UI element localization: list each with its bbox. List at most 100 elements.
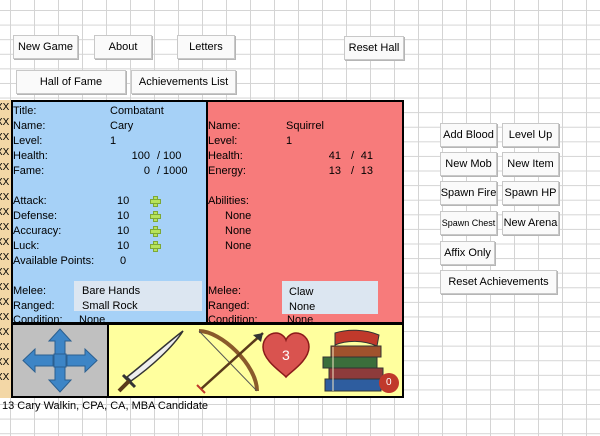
player-ranged-label: Ranged:	[13, 300, 55, 312]
mob-name-label: Name:	[208, 120, 241, 132]
player-melee: Bare Hands	[82, 285, 141, 297]
reset-hall-button[interactable]: Reset Hall	[344, 36, 404, 60]
filler-cell: XX	[0, 282, 10, 293]
player-fame-max: 1000	[163, 165, 188, 177]
player-health-max: 100	[163, 150, 182, 162]
mob-energy-separator: /	[351, 165, 355, 177]
filler-cell: XX	[0, 207, 10, 218]
filler-cell: XX	[0, 372, 10, 383]
player-melee-label: Melee:	[13, 285, 47, 297]
player-title-label: Title:	[13, 105, 37, 117]
spawn-fire-button[interactable]: Spawn Fire	[440, 181, 497, 205]
player-accuracy-label: Accuracy:	[13, 225, 62, 237]
new-item-button[interactable]: New Item	[502, 152, 559, 176]
new-arena-button[interactable]: New Arena	[502, 211, 559, 235]
luck-plus-icon[interactable]	[150, 241, 161, 252]
player-attack-label: Attack:	[13, 195, 47, 207]
achievements-list-button[interactable]: Achievements List	[131, 70, 236, 94]
player-luck-label: Luck:	[13, 240, 40, 252]
new-mob-button[interactable]: New Mob	[440, 152, 497, 176]
player-fame-separator: /	[157, 165, 161, 177]
dpad-panel	[11, 323, 109, 398]
player-defense-label: Defense:	[13, 210, 58, 222]
hall-of-fame-button[interactable]: Hall of Fame	[16, 70, 126, 94]
mob-name: Squirrel	[286, 120, 324, 132]
player-luck: 10	[117, 240, 130, 252]
footer-credit: 13 Cary Walkin, CPA, CA, MBA Candidate	[2, 400, 209, 412]
player-points: 0	[120, 255, 127, 267]
filler-cell: XX	[0, 297, 10, 308]
player-panel: Title: Combatant Name: Cary Level: 1 Hea…	[11, 100, 207, 326]
inventory-panel: 3 0	[107, 323, 404, 398]
player-health-separator: /	[157, 150, 161, 162]
filler-cell: XX	[0, 342, 10, 353]
shield-badge-icon	[379, 373, 399, 393]
mob-health-separator: /	[351, 150, 355, 162]
player-name-label: Name:	[13, 120, 46, 132]
mob-ranged-label: Ranged:	[208, 300, 250, 312]
mob-panel: Name: Squirrel Level: 1 Health: 41 / 41 …	[206, 100, 404, 326]
heart-count: 3	[282, 347, 290, 363]
letters-button[interactable]: Letters	[177, 35, 235, 59]
player-level-label: Level:	[13, 135, 43, 147]
filler-cell: XX	[0, 132, 10, 143]
mob-ability-3: None	[225, 240, 252, 252]
player-title: Combatant	[110, 105, 164, 117]
filler-cell: XX	[0, 222, 10, 233]
mob-ability-1: None	[225, 210, 252, 222]
mob-health-label: Health:	[208, 150, 243, 162]
mob-abilities-label: Abilities:	[208, 195, 249, 207]
filler-cell: XX	[0, 237, 10, 248]
mob-energy-label: Energy:	[208, 165, 246, 177]
filler-cell: XX	[0, 117, 10, 128]
player-health-current: 100	[131, 150, 150, 162]
filler-cell: XX	[0, 357, 10, 368]
filler-cell: XX	[0, 102, 10, 113]
books-count: 0	[386, 377, 392, 388]
defense-plus-icon[interactable]	[150, 211, 161, 222]
bow-arrow-icon[interactable]	[191, 325, 271, 396]
player-attack: 10	[117, 195, 130, 207]
spawn-chest-button[interactable]: Spawn Chest	[440, 211, 497, 235]
filler-cell: XX	[0, 252, 10, 263]
spawn-hp-button[interactable]: Spawn HP	[502, 181, 559, 205]
player-fame-current: 0	[143, 165, 150, 177]
arrows-dpad-icon[interactable]	[13, 325, 107, 396]
mob-ability-2: None	[225, 225, 252, 237]
sword-icon[interactable]	[113, 325, 193, 396]
accuracy-plus-icon[interactable]	[150, 226, 161, 237]
mob-melee-label: Melee:	[208, 285, 242, 297]
new-game-button[interactable]: New Game	[13, 35, 78, 59]
mob-equipment-box	[282, 281, 378, 314]
player-name: Cary	[110, 120, 134, 132]
filler-cell: XX	[0, 327, 10, 338]
filler-cell: XX	[0, 177, 10, 188]
filler-cell: XX	[0, 192, 10, 203]
player-fame-label: Fame:	[13, 165, 45, 177]
heart-icon	[262, 332, 310, 379]
books-icon[interactable]	[319, 327, 399, 396]
mob-level: 1	[286, 135, 293, 147]
mob-energy-max: 13	[360, 165, 373, 177]
reset-achievements-button[interactable]: Reset Achievements	[440, 270, 557, 294]
add-blood-button[interactable]: Add Blood	[440, 123, 497, 147]
player-points-label: Available Points:	[13, 255, 95, 267]
mob-health-current: 41	[328, 150, 341, 162]
player-accuracy: 10	[117, 225, 130, 237]
affix-only-button[interactable]: Affix Only	[440, 241, 495, 265]
filler-cell: XX	[0, 312, 10, 323]
mob-energy-current: 13	[328, 165, 341, 177]
player-health-label: Health:	[13, 150, 48, 162]
attack-plus-icon[interactable]	[150, 196, 161, 207]
filler-cell: XX	[0, 162, 10, 173]
level-up-button[interactable]: Level Up	[502, 123, 559, 147]
mob-ranged: None	[289, 301, 316, 313]
player-defense: 10	[117, 210, 130, 222]
mob-health-max: 41	[360, 150, 373, 162]
filler-column: XX XX XX XX XX XX XX XX XX XX XX XX XX X…	[0, 100, 11, 398]
player-ranged: Small Rock	[82, 300, 138, 312]
filler-cell: XX	[0, 147, 10, 158]
about-button[interactable]: About	[94, 35, 152, 59]
filler-cell: XX	[0, 267, 10, 278]
player-equipment-box	[74, 281, 202, 311]
